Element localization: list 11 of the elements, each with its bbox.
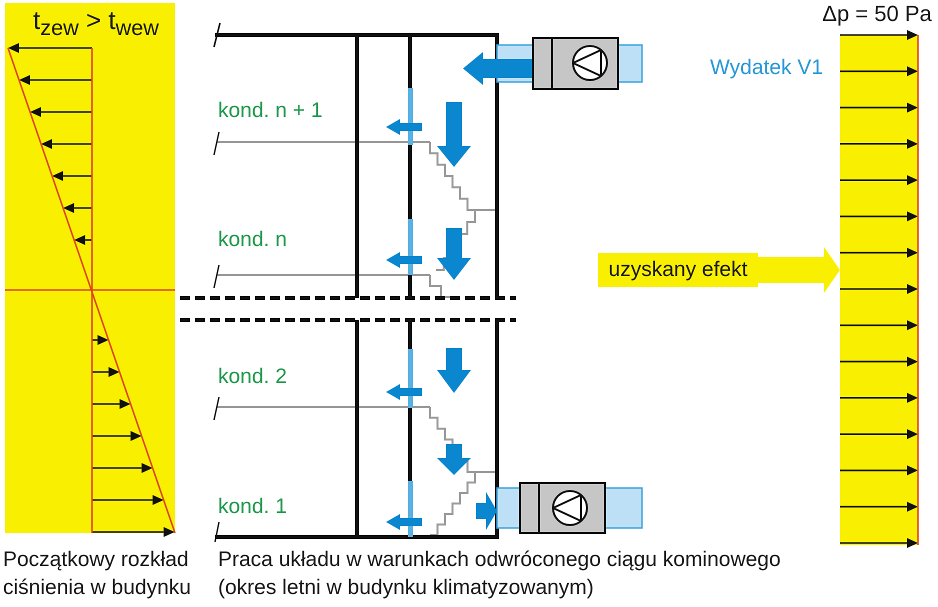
flow-rate-label: Wydatek V1	[710, 56, 824, 80]
floor-label: kond. n	[218, 228, 287, 252]
panel-description: Początkowy rozkład ciśnienia w budynku	[3, 547, 192, 601]
caption: Praca układu w warunkach odwróconego ciągu kominowego (okres letni w budynku klimatyzowanym)	[218, 547, 782, 601]
temperature-heading: t$_{zew}$ > t$_{wew}$	[33, 6, 159, 42]
arrow	[758, 247, 840, 293]
pressure-heading: Δp = 50 Pa	[822, 1, 932, 26]
floor-label: kond. n + 1	[218, 99, 322, 124]
floor-label: kond. 2	[218, 365, 287, 390]
floor-label: kond. 1	[218, 495, 287, 520]
effect-callout: uzyskany efekt	[598, 253, 758, 287]
